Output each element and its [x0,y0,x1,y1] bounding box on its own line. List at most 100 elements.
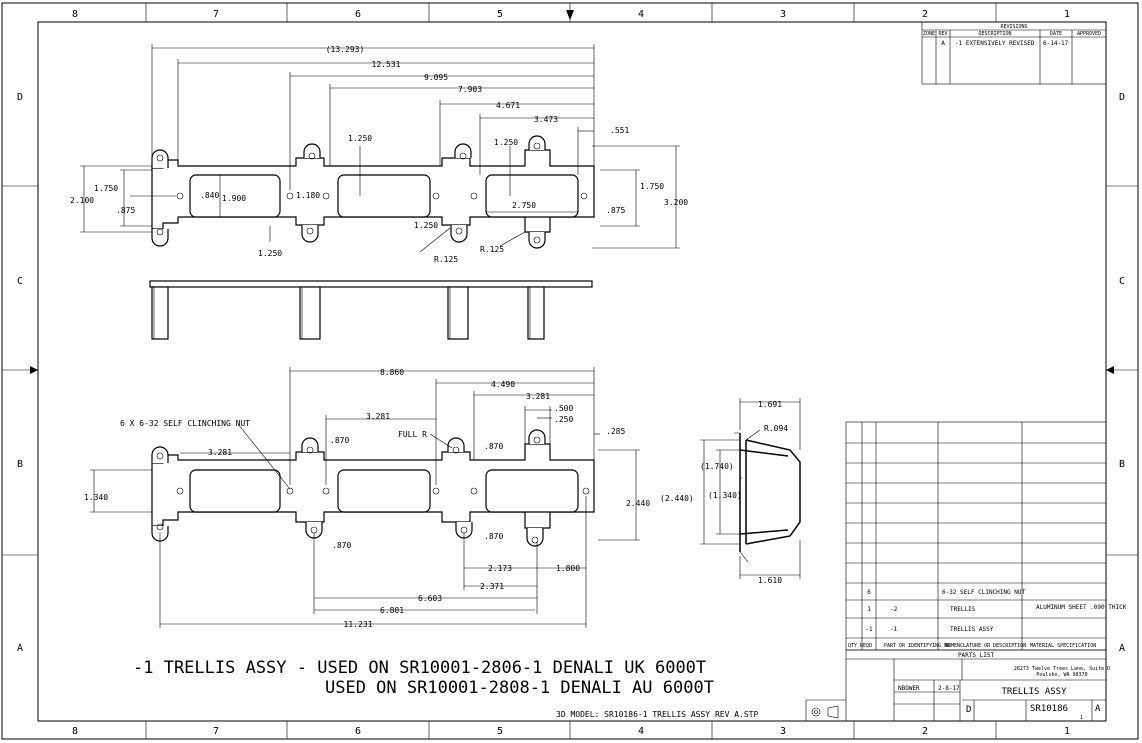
svg-text:3: 3 [780,9,786,20]
svg-text:6.603: 6.603 [418,594,442,603]
svg-text:8: 8 [72,9,78,20]
svg-text:Poulsbo, WA 98370: Poulsbo, WA 98370 [1036,672,1087,678]
svg-text:3.473: 3.473 [534,115,558,124]
svg-text:.551: .551 [610,126,629,135]
svg-text:6.801: 6.801 [380,606,404,615]
svg-text:QTY REQD: QTY REQD [848,643,872,649]
svg-text:.870: .870 [484,442,503,451]
revisions-block: REVISIONS ZONE REV DESCRIPTION DATE APPR… [921,21,1107,85]
svg-text:(13.293): (13.293) [326,45,365,54]
zone-labels-side: D C B A D C B A [17,92,1125,654]
svg-text:26273 Twelve Trees Lane, Suite: 26273 Twelve Trees Lane, Suite D [1014,666,1110,672]
svg-text:REV: REV [938,31,947,37]
svg-text:1.900: 1.900 [222,194,246,203]
svg-text:R.125: R.125 [434,255,458,264]
svg-text:B: B [1119,459,1125,470]
svg-text:(1.340): (1.340) [708,491,742,500]
svg-text:4: 4 [638,9,644,20]
note-line-2: USED ON SR10001-2808-1 DENALI AU 6000T [325,678,714,698]
svg-text:7: 7 [213,9,219,20]
revisions-title: REVISIONS [1000,24,1027,30]
svg-text:D: D [1119,92,1125,103]
svg-text:1.180: 1.180 [296,191,320,200]
svg-text:3.281: 3.281 [208,448,232,457]
svg-text:5: 5 [497,9,503,20]
svg-text:.285: .285 [606,427,625,436]
svg-text:DATE: DATE [1050,31,1062,37]
svg-text:D: D [966,705,971,715]
svg-text:.870: .870 [484,532,503,541]
svg-text:APPROVED: APPROVED [1077,31,1101,37]
svg-text:7.903: 7.903 [458,85,482,94]
svg-text:-1: -1 [890,626,898,633]
svg-text:2.371: 2.371 [480,582,504,591]
svg-text:1.610: 1.610 [758,576,782,585]
svg-text:4.490: 4.490 [491,380,515,389]
parts-list: 6 6-32 SELF CLINCHING NUT 1 -2 TRELLIS A… [845,421,1127,651]
svg-text:2.440: 2.440 [626,499,650,508]
svg-text:(1.740): (1.740) [700,462,734,471]
center-arrow-top [566,10,574,20]
svg-text:1.250: 1.250 [258,249,282,258]
svg-text:3.281: 3.281 [366,412,390,421]
svg-text:1.750: 1.750 [94,184,118,193]
svg-text:6: 6 [867,589,871,596]
front-view [149,280,593,340]
svg-text:1.250: 1.250 [348,134,372,143]
svg-text:1: 1 [1064,726,1070,737]
svg-text:1: 1 [867,606,871,613]
svg-text:.870: .870 [332,541,351,550]
svg-text:6-32 SELF CLINCHING NUT: 6-32 SELF CLINCHING NUT [942,589,1025,596]
svg-text:9.095: 9.095 [424,73,448,82]
center-arrow-left [30,366,38,374]
projection-symbol-icon [811,705,839,719]
svg-text:PARTS LIST: PARTS LIST [958,652,995,659]
svg-text:4: 4 [638,726,644,737]
svg-text:.875: .875 [116,206,135,215]
svg-text:3.200: 3.200 [664,198,688,207]
svg-text:D: D [17,92,23,103]
zone-labels-top: 8 7 6 5 4 3 2 1 [72,9,1070,20]
svg-text:2.100: 2.100 [70,196,94,205]
svg-text:R.094: R.094 [764,424,788,433]
svg-text:5: 5 [497,726,503,737]
svg-text:TRELLIS ASSY: TRELLIS ASSY [950,626,994,633]
svg-text:2.750: 2.750 [512,201,536,210]
svg-text:.840: .840 [200,191,219,200]
svg-text:A: A [17,643,23,654]
svg-text:3.281: 3.281 [526,392,550,401]
zone-labels-bottom: 8 7 6 5 4 3 2 1 [72,726,1070,737]
svg-text:1.250: 1.250 [414,221,438,230]
svg-text:6: 6 [355,9,361,20]
svg-text:TRELLIS: TRELLIS [950,606,976,613]
title-block: PARTS LIST 26273 Twelve Trees Lane, Suit… [805,649,1110,722]
svg-text:DESCRIPTION: DESCRIPTION [978,31,1011,37]
svg-text:6: 6 [355,726,361,737]
svg-text:1.750: 1.750 [640,182,664,191]
full-r-callout: FULL R [398,430,427,439]
bottom-view: 8.860 4.490 3.281 3.281 3.281 .500 .250 … [84,367,650,629]
svg-text:1.340: 1.340 [84,493,108,502]
svg-text:1: 1 [1064,9,1070,20]
svg-text:.870: .870 [330,436,349,445]
inner-border [37,21,1107,722]
svg-text:B: B [17,459,23,470]
svg-text:-1 EXTENSIVELY REVISED: -1 EXTENSIVELY REVISED [955,40,1035,47]
svg-text:A: A [941,40,945,47]
svg-text:NBOWER: NBOWER [898,685,920,692]
drawing-title: TRELLIS ASSY [1001,687,1067,697]
svg-text:.875: .875 [606,206,625,215]
top-view: (13.293) 12.531 9.095 7.903 4.671 3.473 … [70,44,688,264]
svg-text:(2.440): (2.440) [660,494,694,503]
drawing-number: SR10186 [1030,704,1068,714]
nut-callout: 6 X 6-32 SELF CLINCHING NUT [120,419,250,428]
svg-text:1: 1 [1080,715,1083,721]
svg-text:3: 3 [780,726,786,737]
svg-text:NOMENCLATURE OR DESCRIPTION: NOMENCLATURE OR DESCRIPTION [945,643,1026,649]
svg-text:8.860: 8.860 [380,368,404,377]
svg-text:R.125: R.125 [480,245,504,254]
svg-text:7: 7 [213,726,219,737]
svg-text:2-8-17: 2-8-17 [938,685,960,692]
svg-text:2: 2 [922,9,928,20]
svg-text:.250: .250 [554,415,573,424]
